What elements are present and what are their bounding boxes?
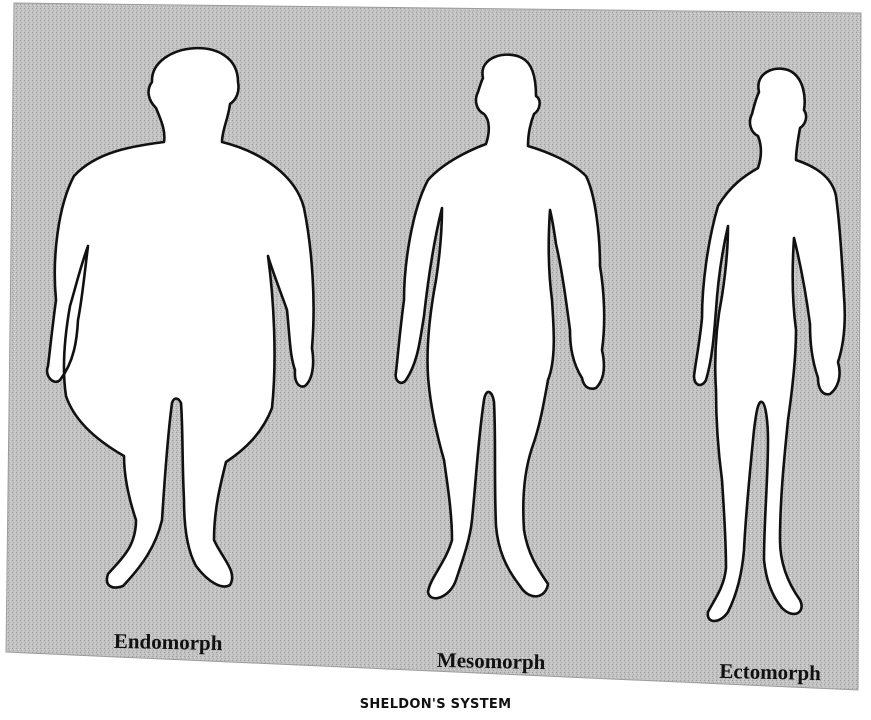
mesomorph-label: Mesomorph: [437, 648, 546, 674]
ectomorph-label: Ectomorph: [719, 659, 821, 685]
endomorph-label: Endomorph: [114, 629, 223, 655]
figure-caption: SHELDON'S SYSTEM: [0, 697, 871, 712]
